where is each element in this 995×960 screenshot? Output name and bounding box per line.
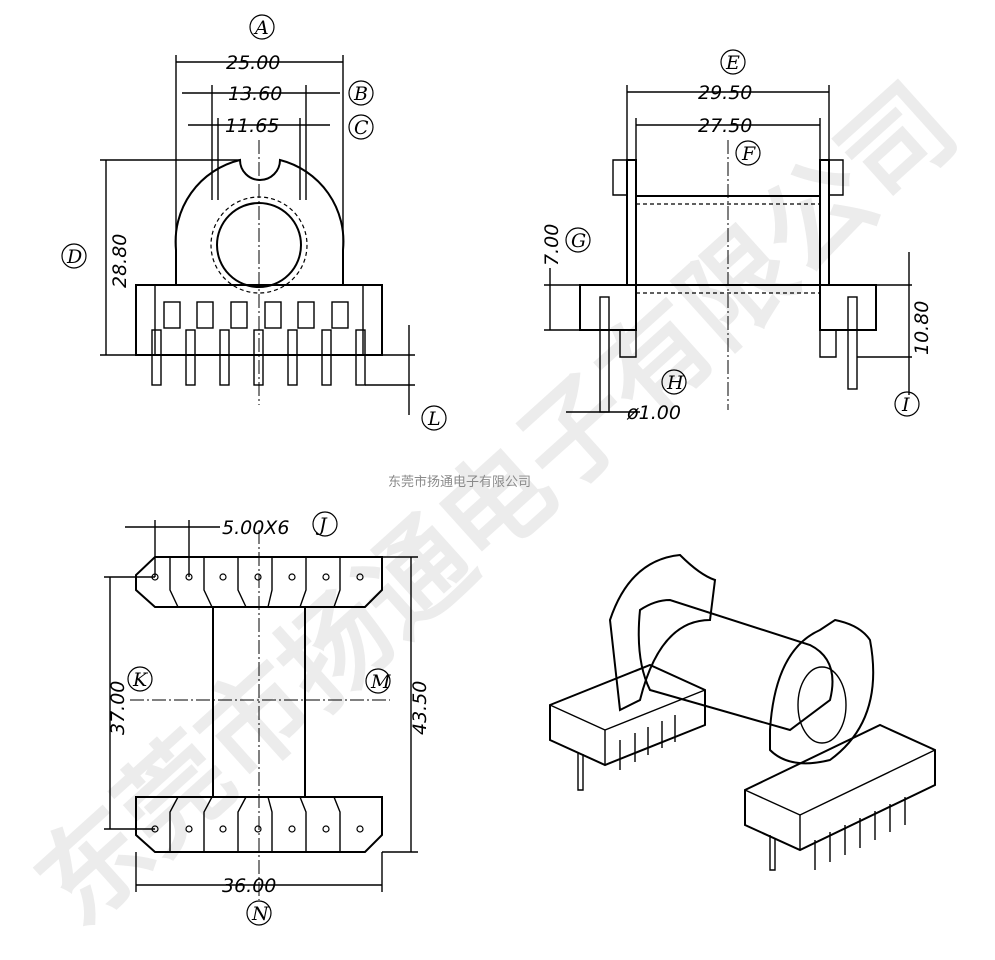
label-c: C [354, 117, 369, 139]
side-base-left [579, 284, 637, 331]
dim-d-value: 28.80 [109, 234, 131, 288]
label-e-circle [720, 49, 746, 75]
dim-i-value: 10.80 [911, 301, 933, 355]
dim-j-value: 5.00X6 [222, 517, 289, 539]
dim-h-value: ø1.00 [626, 402, 681, 424]
label-j-circle [312, 511, 338, 537]
label-h: H [666, 372, 684, 394]
isometric-view [549, 553, 936, 871]
label-h-circle [661, 369, 687, 395]
pin-holes-lower [151, 825, 364, 833]
iso-right-flange [769, 618, 875, 765]
iso-tube [637, 598, 834, 732]
flange-outline [174, 158, 345, 285]
dim-a-value: 25.00 [226, 52, 280, 74]
dim-f-value: 27.50 [698, 115, 752, 137]
label-n: N [251, 903, 270, 925]
dim-n-value: 36.00 [222, 875, 276, 897]
label-i-circle [894, 391, 920, 417]
label-g-circle [565, 227, 591, 253]
lower-slot-details [169, 796, 341, 852]
label-j: J [315, 514, 328, 536]
label-n-circle [246, 900, 272, 926]
label-f-circle [735, 140, 761, 166]
side-flange-left [626, 159, 637, 286]
iso-left-flange [608, 553, 717, 712]
label-b-circle [348, 80, 374, 106]
side-pin-right [847, 296, 858, 390]
label-m: M [370, 671, 391, 693]
label-c-circle [348, 114, 374, 140]
iso-right-pins [814, 797, 906, 870]
upper-slot-details [169, 557, 341, 608]
iso-left-pins [619, 715, 676, 770]
iso-right-block [744, 723, 936, 852]
label-a-circle [249, 14, 275, 40]
dim-g-value: 7.00 [541, 224, 563, 266]
label-b: B [353, 83, 368, 105]
dim-b-value: 13.60 [228, 83, 282, 105]
label-f: F [741, 143, 756, 165]
iso-left-block [549, 663, 706, 767]
dim-c-value: 11.65 [225, 115, 279, 137]
top-row-lower [135, 796, 383, 853]
company-caption: 东莞市扬通电子有限公司 [388, 474, 531, 490]
label-l: L [427, 408, 441, 430]
side-view: 29.50 E 27.50 F 7.00 G ø1.00 H 10.80 I [541, 49, 933, 424]
label-d-circle [61, 243, 87, 269]
label-i: I [901, 394, 910, 416]
dim-m-value: 43.50 [409, 681, 431, 735]
label-a: A [253, 17, 269, 39]
label-l-circle [421, 405, 447, 431]
dim-k-value: 37.00 [107, 681, 129, 735]
label-d: D [66, 246, 82, 268]
label-e: E [725, 52, 740, 74]
label-g: G [571, 230, 586, 252]
front-view: 25.00 A 13.60 B 11.65 C 28.80 D L [61, 14, 447, 431]
front-slots [163, 301, 349, 329]
top-view: 5.00X6 J 37.00 K 43.50 M 36.00 N [104, 511, 431, 926]
iso-core-opening [797, 666, 847, 744]
label-k: K [132, 669, 149, 691]
dim-e-value: 29.50 [698, 82, 752, 104]
label-m-circle [365, 668, 391, 694]
label-k-circle [127, 666, 153, 692]
